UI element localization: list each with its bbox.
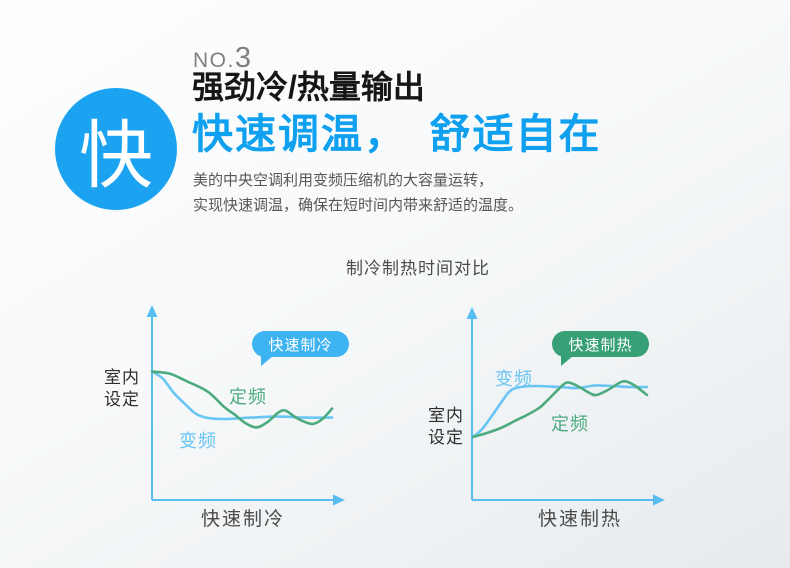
heating-chart bbox=[466, 307, 665, 506]
heating-x-axis-label: 快速制热 bbox=[537, 509, 622, 530]
fast-character: 快 bbox=[79, 113, 153, 197]
series-line-定频 bbox=[471, 380, 649, 439]
cooling-y-label-line1: 室内 bbox=[104, 368, 140, 387]
series-line-变频 bbox=[150, 370, 334, 421]
cooling-callout-badge: 快速制冷 bbox=[252, 331, 349, 366]
section-number-value: 3 bbox=[234, 42, 251, 74]
fast-circle-badge: 快 bbox=[55, 88, 177, 210]
description-line-1: 美的中央空调利用变频压缩机的大容量运转， bbox=[193, 172, 494, 189]
feature-subtitle: 快速调温， 舒适自在 bbox=[192, 111, 602, 157]
heating-y-axis-label: 室内 设定 bbox=[428, 405, 464, 449]
heating-series-label-fixed-freq: 定频 bbox=[551, 414, 589, 434]
cooling-x-axis-arrow-icon bbox=[333, 494, 345, 506]
comparison-chart-title: 制冷制热时间对比 bbox=[346, 259, 490, 278]
cooling-series-label-inverter: 变频 bbox=[179, 431, 217, 451]
feature-title: 强劲冷/热量输出 bbox=[192, 69, 425, 105]
section-number: NO. 3 bbox=[193, 42, 251, 75]
cooling-y-axis-label: 室内 设定 bbox=[104, 367, 140, 411]
cooling-y-axis-arrow-icon bbox=[146, 305, 158, 317]
feature-description: 美的中央空调利用变频压缩机的大容量运转， 实现快速调温，确保在短时间内带来舒适的… bbox=[193, 168, 523, 218]
cooling-callout-text: 快速制冷 bbox=[268, 336, 333, 354]
cooling-x-axis-label: 快速制冷 bbox=[200, 509, 285, 530]
cooling-series-label-fixed-freq: 定频 bbox=[229, 387, 267, 407]
description-line-2: 实现快速调温，确保在短时间内带来舒适的温度。 bbox=[193, 197, 524, 214]
heating-y-axis-arrow-icon bbox=[466, 307, 478, 319]
cooling-chart bbox=[146, 305, 345, 506]
cooling-y-label-line2: 设定 bbox=[104, 390, 140, 409]
series-line-定频 bbox=[150, 370, 334, 429]
section-number-prefix: NO. bbox=[193, 49, 235, 72]
heating-series-label-inverter: 变频 bbox=[495, 369, 533, 389]
cooling-curves bbox=[150, 370, 334, 429]
heating-curves bbox=[471, 380, 649, 439]
heating-callout-badge: 快速制热 bbox=[552, 331, 649, 366]
heating-y-label-line1: 室内 bbox=[428, 406, 464, 425]
heating-x-axis-arrow-icon bbox=[653, 494, 665, 506]
heating-y-label-line2: 设定 bbox=[428, 428, 464, 447]
heating-callout-text: 快速制热 bbox=[568, 336, 633, 354]
heating-callout-tail-icon bbox=[561, 356, 573, 366]
cooling-callout-tail-icon bbox=[261, 356, 273, 366]
